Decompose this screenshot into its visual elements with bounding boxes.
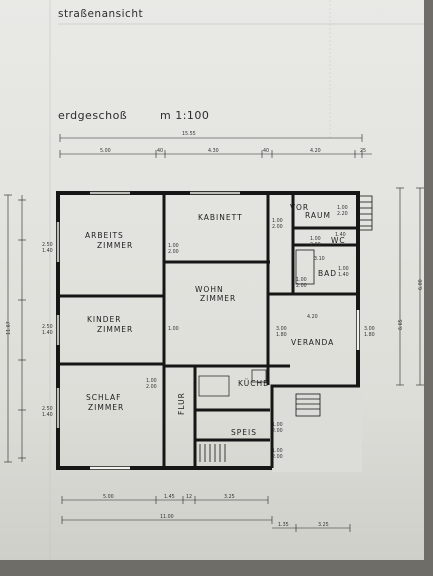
dim-bottom-overall: 11.00 — [160, 514, 174, 520]
dim-total-left: 11.67 — [6, 321, 12, 335]
door-dim: 3.00 — [276, 326, 287, 332]
inner-width-dim: 3.10 — [314, 256, 325, 262]
window-dim: 2.50 — [42, 324, 53, 330]
door-dim: 2.00 — [168, 249, 179, 255]
veranda-stairs — [295, 393, 321, 417]
door-dim: 1.40 — [338, 272, 349, 278]
dim-top-seg: 40 — [157, 148, 163, 154]
room-wc: WC — [331, 236, 346, 245]
room-wohnzimmer-line2: ZIMMER — [200, 294, 236, 303]
door-dim: 2.20 — [337, 211, 348, 217]
dim-bottom-extra: 1.35 — [278, 522, 289, 528]
dim-bottom-seg: 5.00 — [103, 494, 114, 500]
room-arbeitszimmer-line2: ZIMMER — [97, 241, 133, 250]
door-dim: 1.00 — [338, 266, 349, 272]
stair-width-dim: 1.40 — [335, 232, 346, 238]
door-dim: 1.00 — [146, 378, 157, 384]
dim-top-seg: 25 — [360, 148, 366, 154]
door-dim: 1.00 — [272, 422, 283, 428]
door-dim: 1.00 — [272, 448, 283, 454]
door-dim: 1.00 — [296, 277, 307, 283]
inner-width-dim: 4.20 — [307, 314, 318, 320]
outside-area — [272, 386, 362, 472]
door-dim: 1.80 — [276, 332, 287, 338]
room-speis: SPEIS — [231, 428, 257, 437]
dim-top-seg: 40 — [263, 148, 269, 154]
room-schlafzimmer-line2: ZIMMER — [88, 403, 124, 412]
door-dim: 3.00 — [364, 326, 375, 332]
window-dim: 2.50 — [42, 242, 53, 248]
dim-total-right: 6.00 — [418, 279, 424, 290]
dim-right-mid: 6.65 — [398, 319, 404, 330]
room-arbeitszimmer-line1: ARBEITS — [85, 231, 124, 240]
room-schlafzimmer-line1: SCHLAF — [86, 393, 121, 402]
room-flur: FLUR — [177, 392, 186, 415]
dim-bottom-seg: 1.45 — [164, 494, 175, 500]
bottom-dimensions — [61, 496, 351, 532]
room-kueche: KÜCHE — [238, 379, 269, 388]
room-wohnzimmer-line1: WOHN — [195, 285, 224, 294]
door-dim: 2.00 — [296, 283, 307, 289]
dim-top-seg: 4.30 — [208, 148, 219, 154]
outer-wall — [270, 384, 360, 468]
dim-overall-top: 15.55 — [182, 131, 196, 137]
room-vorraum-line2: RAUM — [305, 211, 331, 220]
room-kinderzimmer-line1: KINDER — [87, 315, 121, 324]
dim-bottom-seg: 3.25 — [224, 494, 235, 500]
room-veranda: VERANDA — [291, 338, 334, 347]
window-dim: 1.40 — [42, 412, 53, 418]
door-dim: 2.00 — [310, 242, 321, 248]
entrance-stairs — [357, 195, 373, 231]
view-title: straßenansicht — [58, 8, 144, 20]
dim-top-seg: 5.00 — [100, 148, 111, 154]
door-dim: 2.00 — [146, 384, 157, 390]
window-dim: 1.40 — [42, 248, 53, 254]
window-dim: 2.50 — [42, 406, 53, 412]
top-dimensions — [59, 134, 372, 158]
room-vorraum-line1: VOR — [290, 203, 309, 212]
room-bad: BAD — [318, 269, 337, 278]
cellar-stairs — [199, 444, 226, 462]
plan-title: erdgeschoß — [58, 109, 128, 122]
dim-bottom-seg: 12 — [186, 494, 192, 500]
dim-top-seg: 4.20 — [310, 148, 321, 154]
kitchen-counter — [198, 375, 230, 397]
plan-scale: m 1:100 — [160, 109, 210, 122]
door-dim: 2.00 — [272, 428, 283, 434]
door-dim: 2.00 — [272, 224, 283, 230]
door-dim: 1.00 — [168, 326, 179, 332]
door-dim: 2.00 — [272, 454, 283, 460]
bathtub — [295, 249, 315, 285]
kitchen-stove — [251, 369, 267, 383]
window-dim: 1.40 — [42, 330, 53, 336]
window-frames — [56, 191, 240, 428]
door-dim: 1.80 — [364, 332, 375, 338]
room-kinderzimmer-line2: ZIMMER — [97, 325, 133, 334]
right-dimensions — [396, 187, 424, 386]
door-dim: 1.00 — [272, 218, 283, 224]
door-dim: 1.00 — [168, 243, 179, 249]
windows — [56, 191, 360, 470]
door-dim: 1.00 — [310, 236, 321, 242]
interior-walls — [60, 195, 356, 466]
door-dim: 1.00 — [337, 205, 348, 211]
left-dimensions — [4, 194, 26, 463]
room-kabinett: KABINETT — [198, 213, 243, 222]
dim-bottom-extra: 3.25 — [318, 522, 329, 528]
